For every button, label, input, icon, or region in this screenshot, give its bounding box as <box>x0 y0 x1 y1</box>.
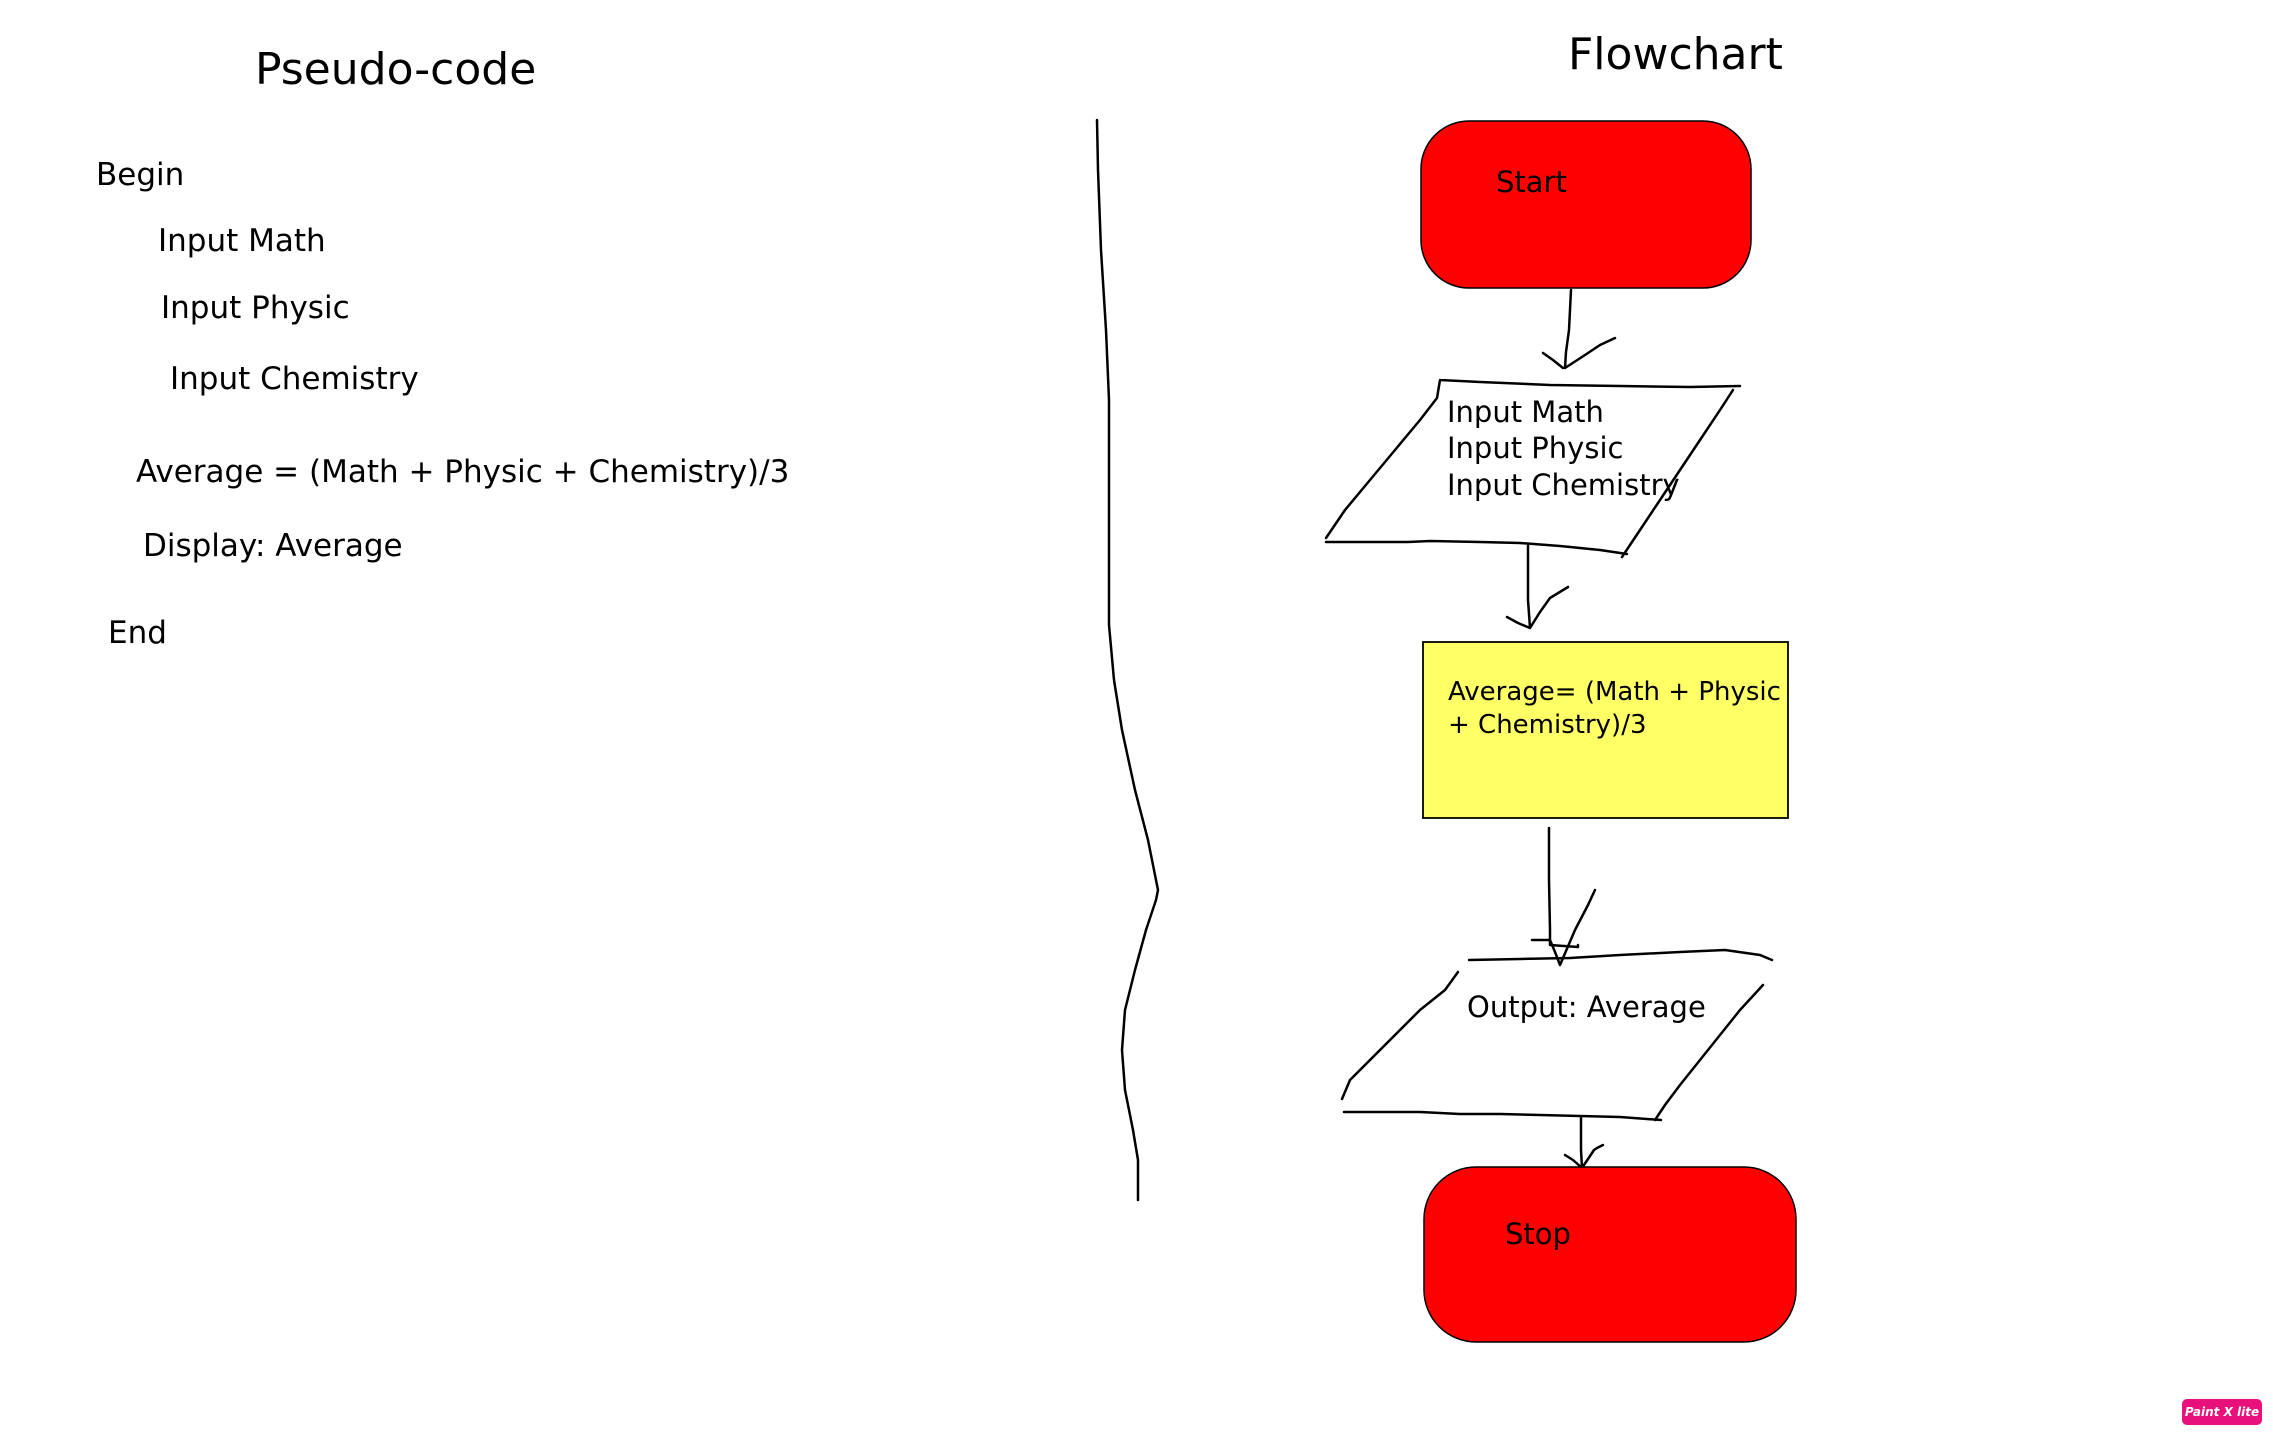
process-line-1: Average= (Math + Physic <box>1448 677 1781 707</box>
arrow-start-to-input <box>1541 288 1617 370</box>
divider-line <box>1095 118 1160 1202</box>
input-line-physic: Input Physic <box>1447 431 1624 466</box>
start-label: Start <box>1496 165 1567 199</box>
pseudocode-line-display: Display: Average <box>143 528 403 564</box>
paint-x-lite-badge: Paint X lite <box>2182 1399 2262 1425</box>
pseudocode-line-begin: Begin <box>96 157 185 193</box>
process-text: Average= (Math + Physic + Chemistry)/3 <box>1448 676 1781 741</box>
arrow-process-to-output <box>1530 826 1597 967</box>
input-text: Input Math Input Physic Input Chemistry <box>1447 394 1680 503</box>
pseudocode-line-input-chemistry: Input Chemistry <box>170 361 419 397</box>
pseudocode-line-end: End <box>108 615 167 651</box>
pseudocode-line-input-math: Input Math <box>158 223 326 259</box>
process-line-2: + Chemistry)/3 <box>1448 709 1647 740</box>
pseudocode-line-input-physic: Input Physic <box>161 290 350 326</box>
process-rectangle <box>1422 641 1789 819</box>
arrow-input-to-process <box>1505 543 1570 630</box>
pseudocode-line-average: Average = (Math + Physic + Chemistry)/3 <box>136 454 790 490</box>
input-parallelogram <box>1324 378 1742 559</box>
input-line-math: Input Math <box>1447 395 1604 429</box>
pseudocode-title: Pseudo-code <box>255 44 537 95</box>
stop-label: Stop <box>1505 1217 1571 1251</box>
stop-terminal <box>1423 1166 1797 1343</box>
output-parallelogram <box>1340 948 1774 1122</box>
input-line-chemistry: Input Chemistry <box>1447 467 1680 502</box>
start-terminal <box>1420 120 1752 289</box>
output-label: Output: Average <box>1467 990 1706 1024</box>
arrow-output-to-stop <box>1563 1116 1605 1170</box>
flowchart-title: Flowchart <box>1568 29 1783 80</box>
